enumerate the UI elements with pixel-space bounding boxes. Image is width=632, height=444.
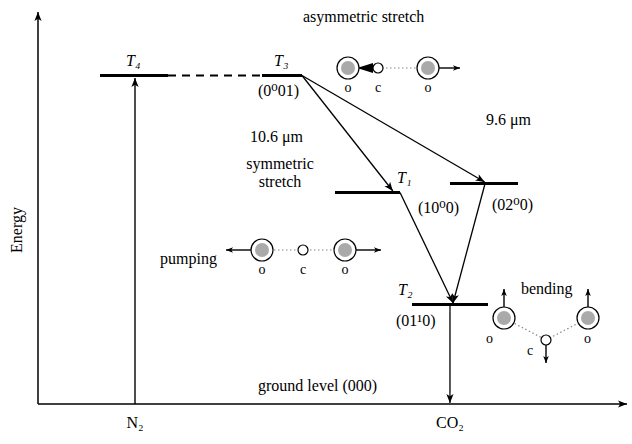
atom-letter: o	[345, 80, 352, 96]
atom-letter: c	[527, 343, 533, 359]
energy-level: T₁(10⁰0)	[335, 191, 400, 194]
laser-transition	[302, 76, 393, 192]
atom-letter: o	[425, 80, 432, 96]
energy-axis	[37, 12, 39, 404]
energy-level: (02⁰0)	[450, 182, 518, 185]
oxygen-core	[497, 311, 511, 325]
carbon-atom	[298, 245, 308, 255]
atom-letter: o	[486, 331, 493, 347]
axis-title: Energy	[8, 207, 26, 253]
carbon-atom	[541, 335, 551, 345]
oxygen-core	[421, 61, 435, 75]
oxygen-atom	[334, 239, 356, 261]
atom-letter: o	[259, 262, 266, 278]
motion-arrow	[439, 67, 460, 68]
axis-label: CO₂	[436, 414, 464, 432]
atom-letter: o	[342, 262, 349, 278]
mode-title: bending	[521, 280, 573, 298]
mode-title: asymmetric stretch	[303, 8, 424, 26]
mode-notation: (10⁰0)	[418, 199, 459, 217]
carbon-atom	[373, 63, 383, 73]
energy-level: T₂(01¹0)	[412, 303, 488, 306]
oxygen-atom	[337, 57, 359, 79]
pumping-arrow	[134, 78, 135, 404]
oxygen-atom	[251, 239, 273, 261]
mode-title: symmetric stretch	[241, 155, 319, 191]
motion-arrow	[356, 249, 381, 250]
oxygen-core	[338, 243, 352, 257]
resonant-transfer	[168, 75, 262, 77]
species-axis	[38, 403, 627, 405]
process-label: pumping	[160, 250, 217, 268]
oxygen-atom	[417, 57, 439, 79]
atom-letter: c	[300, 262, 306, 278]
oxygen-atom	[577, 307, 599, 329]
atom-letter: c	[375, 80, 381, 96]
energy-level: T₃(0⁰01)	[262, 74, 302, 77]
motion-arrow	[503, 289, 504, 307]
laser-transition	[302, 76, 485, 183]
level-name: T₃	[274, 52, 288, 70]
oxygen-core	[255, 243, 269, 257]
mode-notation: (0⁰01)	[258, 82, 299, 100]
mode-notation: (01¹0)	[396, 312, 435, 330]
oxygen-core	[341, 61, 355, 75]
energy-level: T₄	[100, 74, 168, 77]
level-name: ground level (000)	[258, 377, 377, 395]
mode-notation: (02⁰0)	[492, 196, 533, 214]
atom-letter: o	[584, 331, 591, 347]
wavelength-label: 9.6 μm	[486, 111, 531, 129]
motion-arrow	[226, 249, 251, 250]
level-name: T₂	[398, 281, 412, 299]
level-name: T₁	[397, 169, 411, 187]
axis-label: N₂	[126, 414, 143, 432]
level-name: T₄	[126, 52, 140, 70]
relaxation-arrow	[449, 306, 450, 403]
motion-arrow	[545, 345, 546, 363]
oxygen-atom	[493, 307, 515, 329]
oxygen-core	[581, 311, 595, 325]
wavelength-label: 10.6 μm	[250, 128, 303, 146]
ground-level: ground level (000)	[250, 403, 465, 405]
motion-arrow	[587, 289, 588, 307]
